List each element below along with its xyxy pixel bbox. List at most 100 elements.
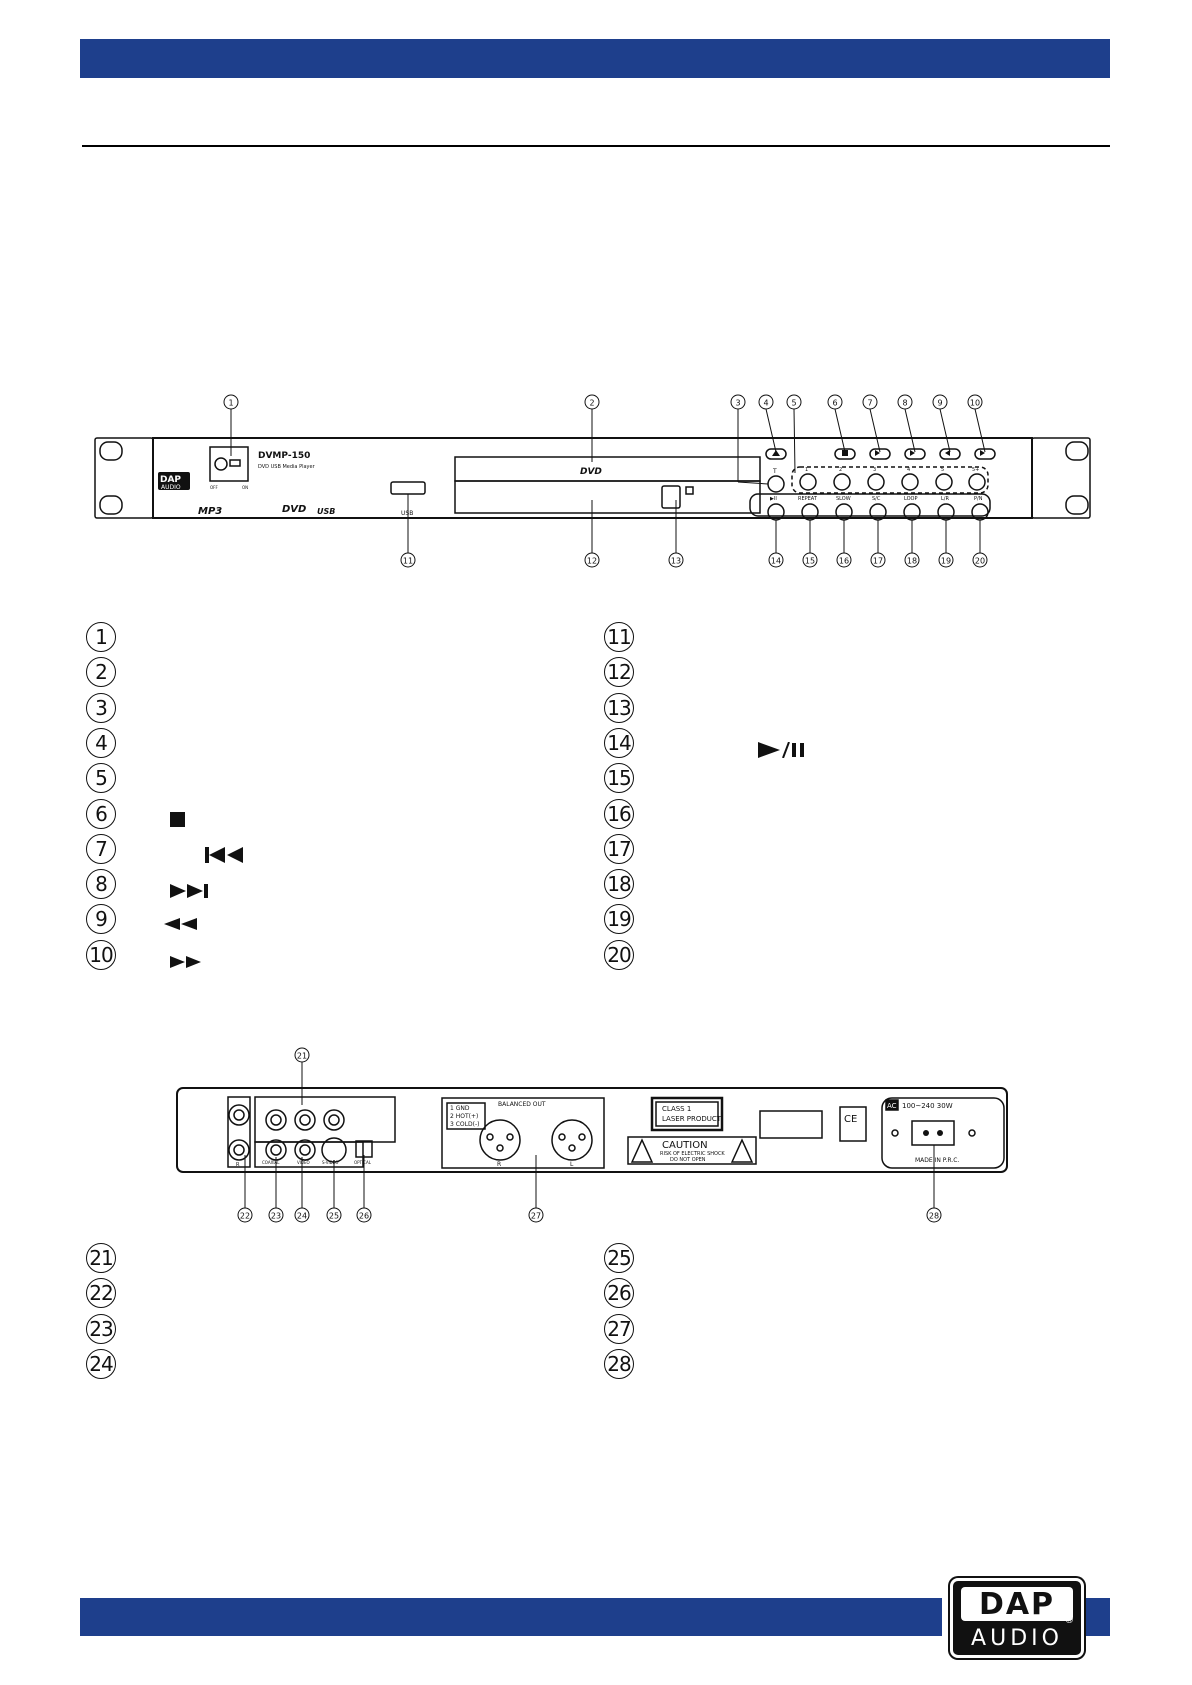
usb-port-label: USB bbox=[401, 510, 413, 517]
ac-rating: 100~240 30W bbox=[902, 1102, 953, 1110]
front-callout-bottom-3: 13 bbox=[671, 557, 681, 566]
front-callout-bottom-9-circle bbox=[938, 552, 954, 568]
legend-item: 16 bbox=[604, 798, 634, 829]
legend-item: 7 bbox=[86, 833, 116, 864]
front-callout-top-9: 9 bbox=[937, 399, 942, 408]
logo-text-top: DAP bbox=[961, 1587, 1073, 1622]
front-callout-bottom-5-circle bbox=[802, 552, 818, 568]
format-mp3: MP3 bbox=[198, 506, 222, 517]
front-callout-top-5: 5 bbox=[791, 399, 796, 408]
balanced-out-label: BALANCED OUT bbox=[498, 1101, 546, 1108]
caution-title: CAUTION bbox=[662, 1140, 708, 1151]
legend-number: 7 bbox=[86, 833, 116, 864]
legend-item: 14 bbox=[604, 727, 634, 758]
svg-text:CLASS 1: CLASS 1 bbox=[662, 1105, 691, 1113]
rear-callout-21-circle bbox=[294, 1047, 310, 1063]
rear-callout-21: 21 bbox=[297, 1052, 307, 1061]
legend-item: 13 bbox=[604, 692, 634, 723]
rear-chassis bbox=[176, 1087, 1008, 1173]
svg-text:LOOP: LOOP bbox=[904, 496, 918, 502]
svg-text:1 GND: 1 GND bbox=[450, 1105, 470, 1112]
legend-number: 2 bbox=[86, 657, 116, 688]
svg-text:VIDEO: VIDEO bbox=[297, 1160, 310, 1165]
svg-text:P/N: P/N bbox=[974, 496, 983, 502]
legend-item: 25 bbox=[604, 1243, 634, 1273]
disc-display bbox=[454, 480, 761, 514]
legend-item: 9 bbox=[86, 904, 116, 935]
svg-text:S/C: S/C bbox=[872, 496, 881, 502]
legend-item: 26 bbox=[604, 1278, 634, 1309]
footer-bar-left bbox=[80, 1598, 942, 1636]
front-callout-bottom-5: 15 bbox=[805, 557, 815, 566]
legend-item: 8 bbox=[86, 869, 116, 900]
legend-number: 14 bbox=[604, 727, 634, 758]
rear-callout-23: 23 bbox=[271, 1212, 281, 1221]
legend-number: 13 bbox=[604, 692, 634, 723]
rear-callout-26: 26 bbox=[359, 1212, 369, 1221]
legend-number: 27 bbox=[604, 1313, 634, 1344]
front-callout-top-3: 3 bbox=[735, 399, 740, 408]
front-callout-top-6: 6 bbox=[832, 399, 837, 408]
legend-number: 24 bbox=[86, 1348, 116, 1379]
front-rack-ear-left bbox=[94, 437, 154, 519]
legend-number: 5 bbox=[86, 763, 116, 794]
model-label: DVMP-150 bbox=[258, 451, 310, 461]
front-callout-bottom-10-circle bbox=[972, 552, 988, 568]
legend-number: 4 bbox=[86, 727, 116, 758]
svg-text:SLOW: SLOW bbox=[836, 496, 851, 502]
legend-item: 11 bbox=[604, 622, 634, 652]
front-callout-top-6-circle bbox=[827, 394, 843, 410]
legend-item: 27 bbox=[604, 1313, 634, 1344]
svg-text:5: 5 bbox=[941, 467, 944, 473]
front-callout-bottom-9: 19 bbox=[941, 557, 951, 566]
svg-text:T: T bbox=[772, 468, 777, 475]
footer-bar-right bbox=[1086, 1598, 1110, 1636]
front-callout-top-2-circle bbox=[584, 394, 600, 410]
svg-text:3 COLD(-): 3 COLD(-) bbox=[450, 1121, 479, 1128]
legend-item: 28 bbox=[604, 1348, 634, 1379]
rear-callout-22-circle bbox=[237, 1207, 253, 1223]
xlr-left bbox=[551, 1119, 593, 1161]
svg-text:R: R bbox=[236, 1162, 240, 1168]
ir-sensor bbox=[661, 485, 681, 509]
rear-callout-26-circle bbox=[356, 1207, 372, 1223]
front-callout-bottom-4-circle bbox=[768, 552, 784, 568]
front-callout-top-2: 2 bbox=[589, 399, 594, 408]
front-top-buttons bbox=[765, 448, 996, 460]
front-callout-bottom-6: 16 bbox=[839, 557, 849, 566]
rear-callout-24-circle bbox=[294, 1207, 310, 1223]
svg-text:▶II: ▶II bbox=[770, 496, 777, 502]
dap-audio-logo: DAP AUDIO ® bbox=[950, 1578, 1084, 1658]
front-callout-bottom-8-circle bbox=[904, 552, 920, 568]
front-callout-bottom-7-circle bbox=[870, 552, 886, 568]
tray-dvd-logo: DVD bbox=[580, 467, 602, 477]
front-callout-top-9-circle bbox=[932, 394, 948, 410]
legend-number: 8 bbox=[86, 869, 116, 900]
svg-text:OFF: OFF bbox=[210, 485, 218, 490]
brand-bottom: AUDIO bbox=[161, 484, 181, 491]
power-switch bbox=[209, 446, 249, 482]
rear-callout-25-circle bbox=[326, 1207, 342, 1223]
svg-text:1: 1 bbox=[805, 467, 808, 473]
svg-text:L/R: L/R bbox=[941, 496, 949, 502]
front-callout-top-3-circle bbox=[730, 394, 746, 410]
legend-item: 19 bbox=[604, 904, 634, 935]
svg-text:3: 3 bbox=[873, 467, 876, 473]
legend-item: 17 bbox=[604, 833, 634, 864]
legend-number: 3 bbox=[86, 692, 116, 723]
front-callout-top-1-circle bbox=[223, 394, 239, 410]
rear-panel-diagram: BALANCED OUT 1 GND 2 HOT(+) 3 COLD(-) R … bbox=[176, 1047, 1008, 1223]
front-callout-top-8: 8 bbox=[902, 399, 907, 408]
legend-item: 24 bbox=[86, 1348, 116, 1379]
rear-callout-27-circle bbox=[528, 1207, 544, 1223]
svg-text:REPEAT: REPEAT bbox=[798, 496, 818, 502]
legend-item: 4 bbox=[86, 727, 116, 758]
svg-text:COAXIAL: COAXIAL bbox=[262, 1160, 280, 1165]
legend-number: 11 bbox=[604, 622, 634, 652]
legend-number: 21 bbox=[86, 1243, 116, 1273]
front-callout-bottom-2-circle bbox=[584, 552, 600, 568]
rear-callout-25: 25 bbox=[329, 1212, 339, 1221]
ac-inlet bbox=[911, 1120, 955, 1146]
format-usb: USB bbox=[317, 507, 335, 516]
